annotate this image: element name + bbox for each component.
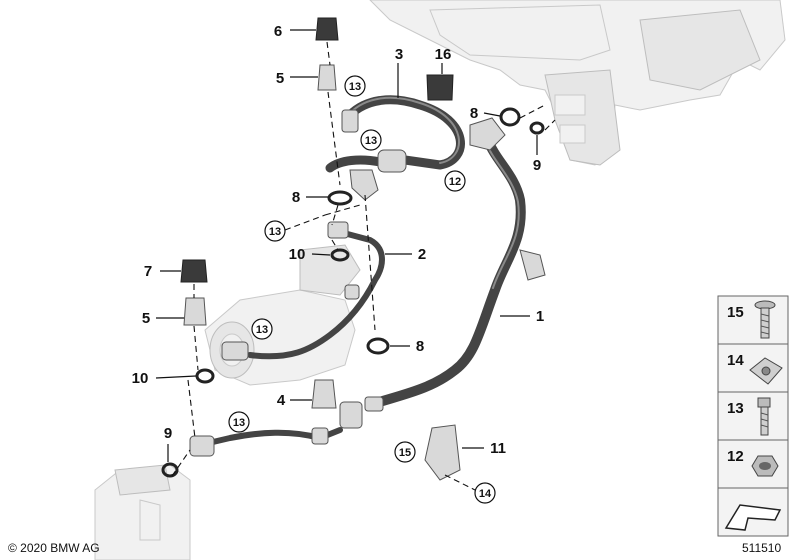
cap-6 bbox=[315, 17, 339, 41]
circled-callout-13-d: 13 bbox=[251, 318, 273, 340]
dashed-guides bbox=[171, 41, 556, 491]
callout-16: 16 bbox=[435, 46, 452, 63]
diagram-id: 511510 bbox=[742, 541, 782, 555]
compressor-ghost bbox=[204, 244, 361, 386]
hvac-housing-ghost bbox=[369, 0, 786, 166]
legend-cell-13 bbox=[717, 391, 789, 441]
callout-1: 1 bbox=[536, 308, 544, 325]
svg-text:14: 14 bbox=[479, 488, 492, 500]
dryer-ghost bbox=[94, 464, 191, 560]
cap-7 bbox=[180, 259, 208, 283]
svg-text:15: 15 bbox=[399, 447, 411, 459]
svg-text:13: 13 bbox=[256, 324, 268, 336]
callout-10-low: 10 bbox=[132, 370, 149, 387]
callout-11: 11 bbox=[490, 440, 506, 457]
callout-9-top: 9 bbox=[533, 157, 541, 174]
svg-text:13: 13 bbox=[349, 81, 361, 93]
circled-callouts: 13 13 12 13 13 13 15 14 bbox=[228, 75, 496, 504]
legend-label-13: 13 bbox=[727, 400, 744, 417]
legend-label-14: 14 bbox=[727, 352, 744, 369]
suction-line-1 bbox=[339, 117, 546, 429]
circled-callout-13-c: 13 bbox=[264, 220, 286, 242]
circled-callout-13-e: 13 bbox=[228, 411, 250, 433]
svg-text:13: 13 bbox=[365, 135, 377, 147]
callout-5-top: 5 bbox=[276, 70, 284, 87]
clip-nut-14-icon bbox=[749, 357, 783, 385]
nut-12-icon bbox=[751, 455, 779, 477]
pressure-line-3 bbox=[325, 95, 465, 201]
callout-2: 2 bbox=[418, 246, 426, 263]
legend-label-15: 15 bbox=[727, 304, 744, 321]
circled-callout-14: 14 bbox=[474, 482, 496, 504]
callout-labels: 6 5 3 16 8 9 8 2 10 7 5 1 8 10 4 9 11 bbox=[132, 23, 545, 457]
bottom-line bbox=[189, 427, 343, 457]
arrow-icon bbox=[724, 504, 782, 531]
legend-cell-15 bbox=[717, 295, 789, 345]
valve-5-top bbox=[317, 64, 337, 91]
callout-9-low: 9 bbox=[164, 425, 172, 442]
sensor-4 bbox=[311, 379, 337, 409]
o-rings bbox=[161, 107, 545, 478]
leader-lines bbox=[155, 29, 538, 462]
bracket-11 bbox=[424, 424, 461, 481]
circled-callout-13-a: 13 bbox=[344, 75, 366, 97]
callout-3: 3 bbox=[395, 46, 403, 63]
svg-text:13: 13 bbox=[233, 417, 245, 429]
svg-text:12: 12 bbox=[449, 176, 461, 188]
callout-8-mid: 8 bbox=[292, 189, 300, 206]
circled-callout-13-b: 13 bbox=[360, 129, 382, 151]
callout-7: 7 bbox=[144, 263, 152, 280]
callout-5-left: 5 bbox=[142, 310, 150, 327]
callout-8-low: 8 bbox=[416, 338, 424, 355]
legend-label-12: 12 bbox=[727, 448, 744, 465]
callout-4: 4 bbox=[277, 392, 286, 409]
bolt-13-icon bbox=[757, 397, 771, 436]
copyright-text: © 2020 BMW AG bbox=[8, 541, 100, 555]
circled-callout-15: 15 bbox=[394, 441, 416, 463]
svg-text:13: 13 bbox=[269, 226, 281, 238]
seal-plate-16 bbox=[426, 74, 454, 101]
circled-callout-12: 12 bbox=[444, 170, 466, 192]
callout-6: 6 bbox=[274, 23, 282, 40]
callout-8-top: 8 bbox=[470, 105, 478, 122]
fastener-legend: 15 14 13 12 bbox=[717, 295, 789, 537]
line-2 bbox=[221, 221, 385, 361]
screw-15-icon bbox=[754, 300, 776, 339]
valve-5-left bbox=[183, 297, 207, 326]
callout-10-mid: 10 bbox=[289, 246, 306, 263]
